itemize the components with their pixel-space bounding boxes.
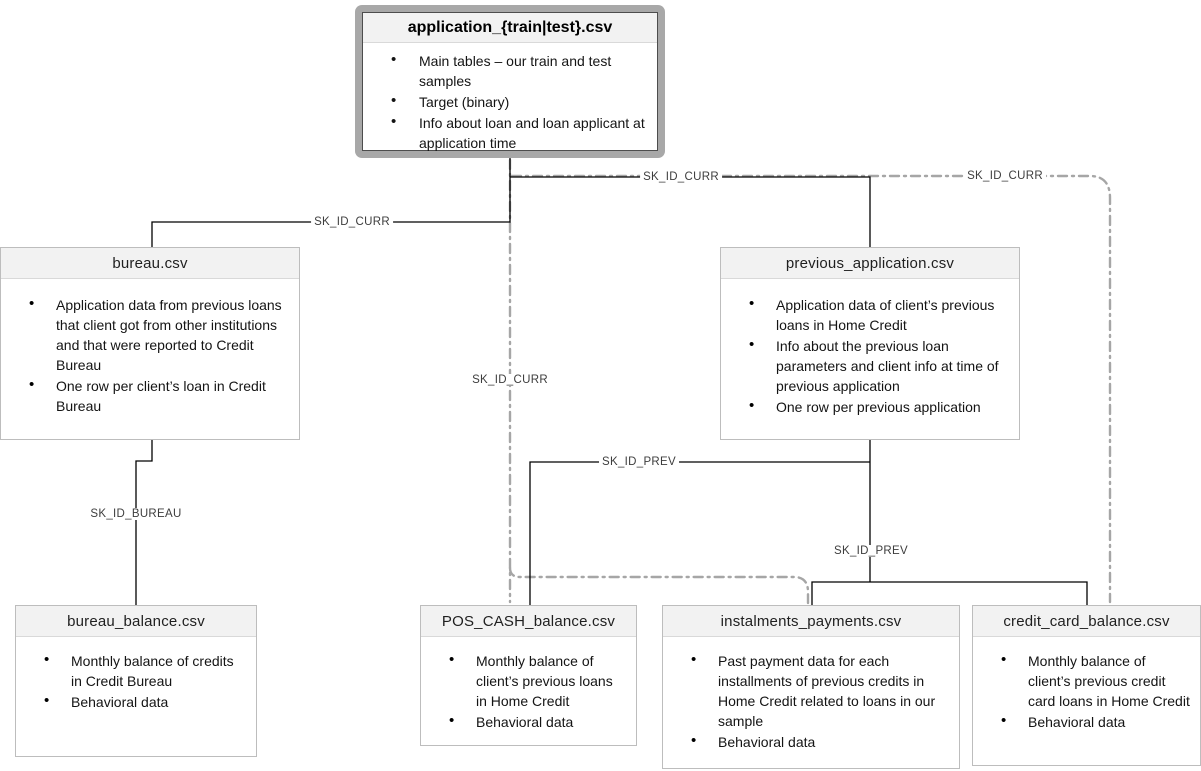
bullet-item: Past payment data for each installments … bbox=[663, 650, 949, 731]
connector-app-instalments bbox=[508, 566, 810, 605]
table-box-application: application_{train|test}.csv Main tables… bbox=[355, 5, 665, 158]
bullet-item: Info about the previous loan parameters … bbox=[721, 335, 1009, 396]
connector-app-creditcard bbox=[510, 174, 1112, 604]
table-box-pos-cash-balance: POS_CASH_balance.csv Monthly balance of … bbox=[420, 605, 637, 746]
table-bullets-previous-application: Application data of client’s previous lo… bbox=[721, 279, 1019, 417]
table-title-previous-application: previous_application.csv bbox=[721, 248, 1019, 279]
edge-label-sk-id-curr-right: SK_ID_CURR bbox=[964, 170, 1046, 182]
table-bullets-bureau: Application data from previous loans tha… bbox=[1, 279, 299, 416]
bullet-item: Main tables – our train and test samples bbox=[363, 50, 651, 91]
table-bullets-bureau-balance: Monthly balance of credits in Credit Bur… bbox=[16, 637, 256, 712]
connector-bureau-bubalance bbox=[135, 440, 153, 605]
edge-label-sk-id-prev-right: SK_ID_PREV bbox=[831, 545, 911, 557]
table-title-pos-cash-balance: POS_CASH_balance.csv bbox=[421, 606, 636, 637]
edge-label-sk-id-prev-left: SK_ID_PREV bbox=[599, 456, 679, 468]
bullet-item: One row per client’s loan in Credit Bure… bbox=[1, 375, 289, 416]
table-bullets-application: Main tables – our train and test samples… bbox=[363, 43, 657, 153]
edge-label-sk-id-bureau: SK_ID_BUREAU bbox=[87, 508, 185, 520]
connector-prevapp-bottom-tee bbox=[811, 581, 1088, 605]
table-box-previous-application: previous_application.csv Application dat… bbox=[720, 247, 1020, 440]
bullet-item: Target (binary) bbox=[363, 91, 651, 112]
table-title-credit-card-balance: credit_card_balance.csv bbox=[973, 606, 1200, 637]
bullet-item: Application data of client’s previous lo… bbox=[721, 294, 1009, 335]
table-bullets-instalments-payments: Past payment data for each installments … bbox=[663, 637, 959, 752]
table-box-bureau-balance: bureau_balance.csv Monthly balance of cr… bbox=[15, 605, 257, 757]
table-bullets-pos-cash-balance: Monthly balance of client’s previous loa… bbox=[421, 637, 636, 732]
table-title-application: application_{train|test}.csv bbox=[363, 13, 657, 43]
table-box-instalments-payments: instalments_payments.csv Past payment da… bbox=[662, 605, 960, 769]
edge-label-sk-id-curr-left: SK_ID_CURR bbox=[311, 216, 393, 228]
bullet-item: Monthly balance of client’s previous loa… bbox=[421, 650, 626, 711]
table-bullets-credit-card-balance: Monthly balance of client’s previous cre… bbox=[973, 637, 1200, 732]
bullet-item: Behavioral data bbox=[663, 731, 949, 752]
table-title-bureau-balance: bureau_balance.csv bbox=[16, 606, 256, 637]
bullet-item: Application data from previous loans tha… bbox=[1, 294, 289, 375]
connector-app-prevapp bbox=[510, 176, 871, 247]
connector-app-bureau bbox=[151, 158, 511, 247]
bullet-item: Monthly balance of client’s previous cre… bbox=[973, 650, 1190, 711]
table-title-instalments-payments: instalments_payments.csv bbox=[663, 606, 959, 637]
bullet-item: Monthly balance of credits in Credit Bur… bbox=[16, 650, 246, 691]
table-box-credit-card-balance: credit_card_balance.csv Monthly balance … bbox=[972, 605, 1201, 766]
connector-prevapp-poscash bbox=[529, 461, 870, 605]
bullet-item: Behavioral data bbox=[421, 711, 626, 732]
table-title-bureau: bureau.csv bbox=[1, 248, 299, 279]
bullet-item: One row per previous application bbox=[721, 396, 1009, 417]
bullet-item: Behavioral data bbox=[16, 691, 246, 712]
bullet-item: Info about loan and loan applicant at ap… bbox=[363, 112, 651, 153]
bullet-item: Behavioral data bbox=[973, 711, 1190, 732]
edge-label-sk-id-curr-mid: SK_ID_CURR bbox=[640, 171, 722, 183]
edge-label-sk-id-curr-vertical: SK_ID_CURR bbox=[469, 374, 551, 386]
table-box-bureau: bureau.csv Application data from previou… bbox=[0, 247, 300, 440]
